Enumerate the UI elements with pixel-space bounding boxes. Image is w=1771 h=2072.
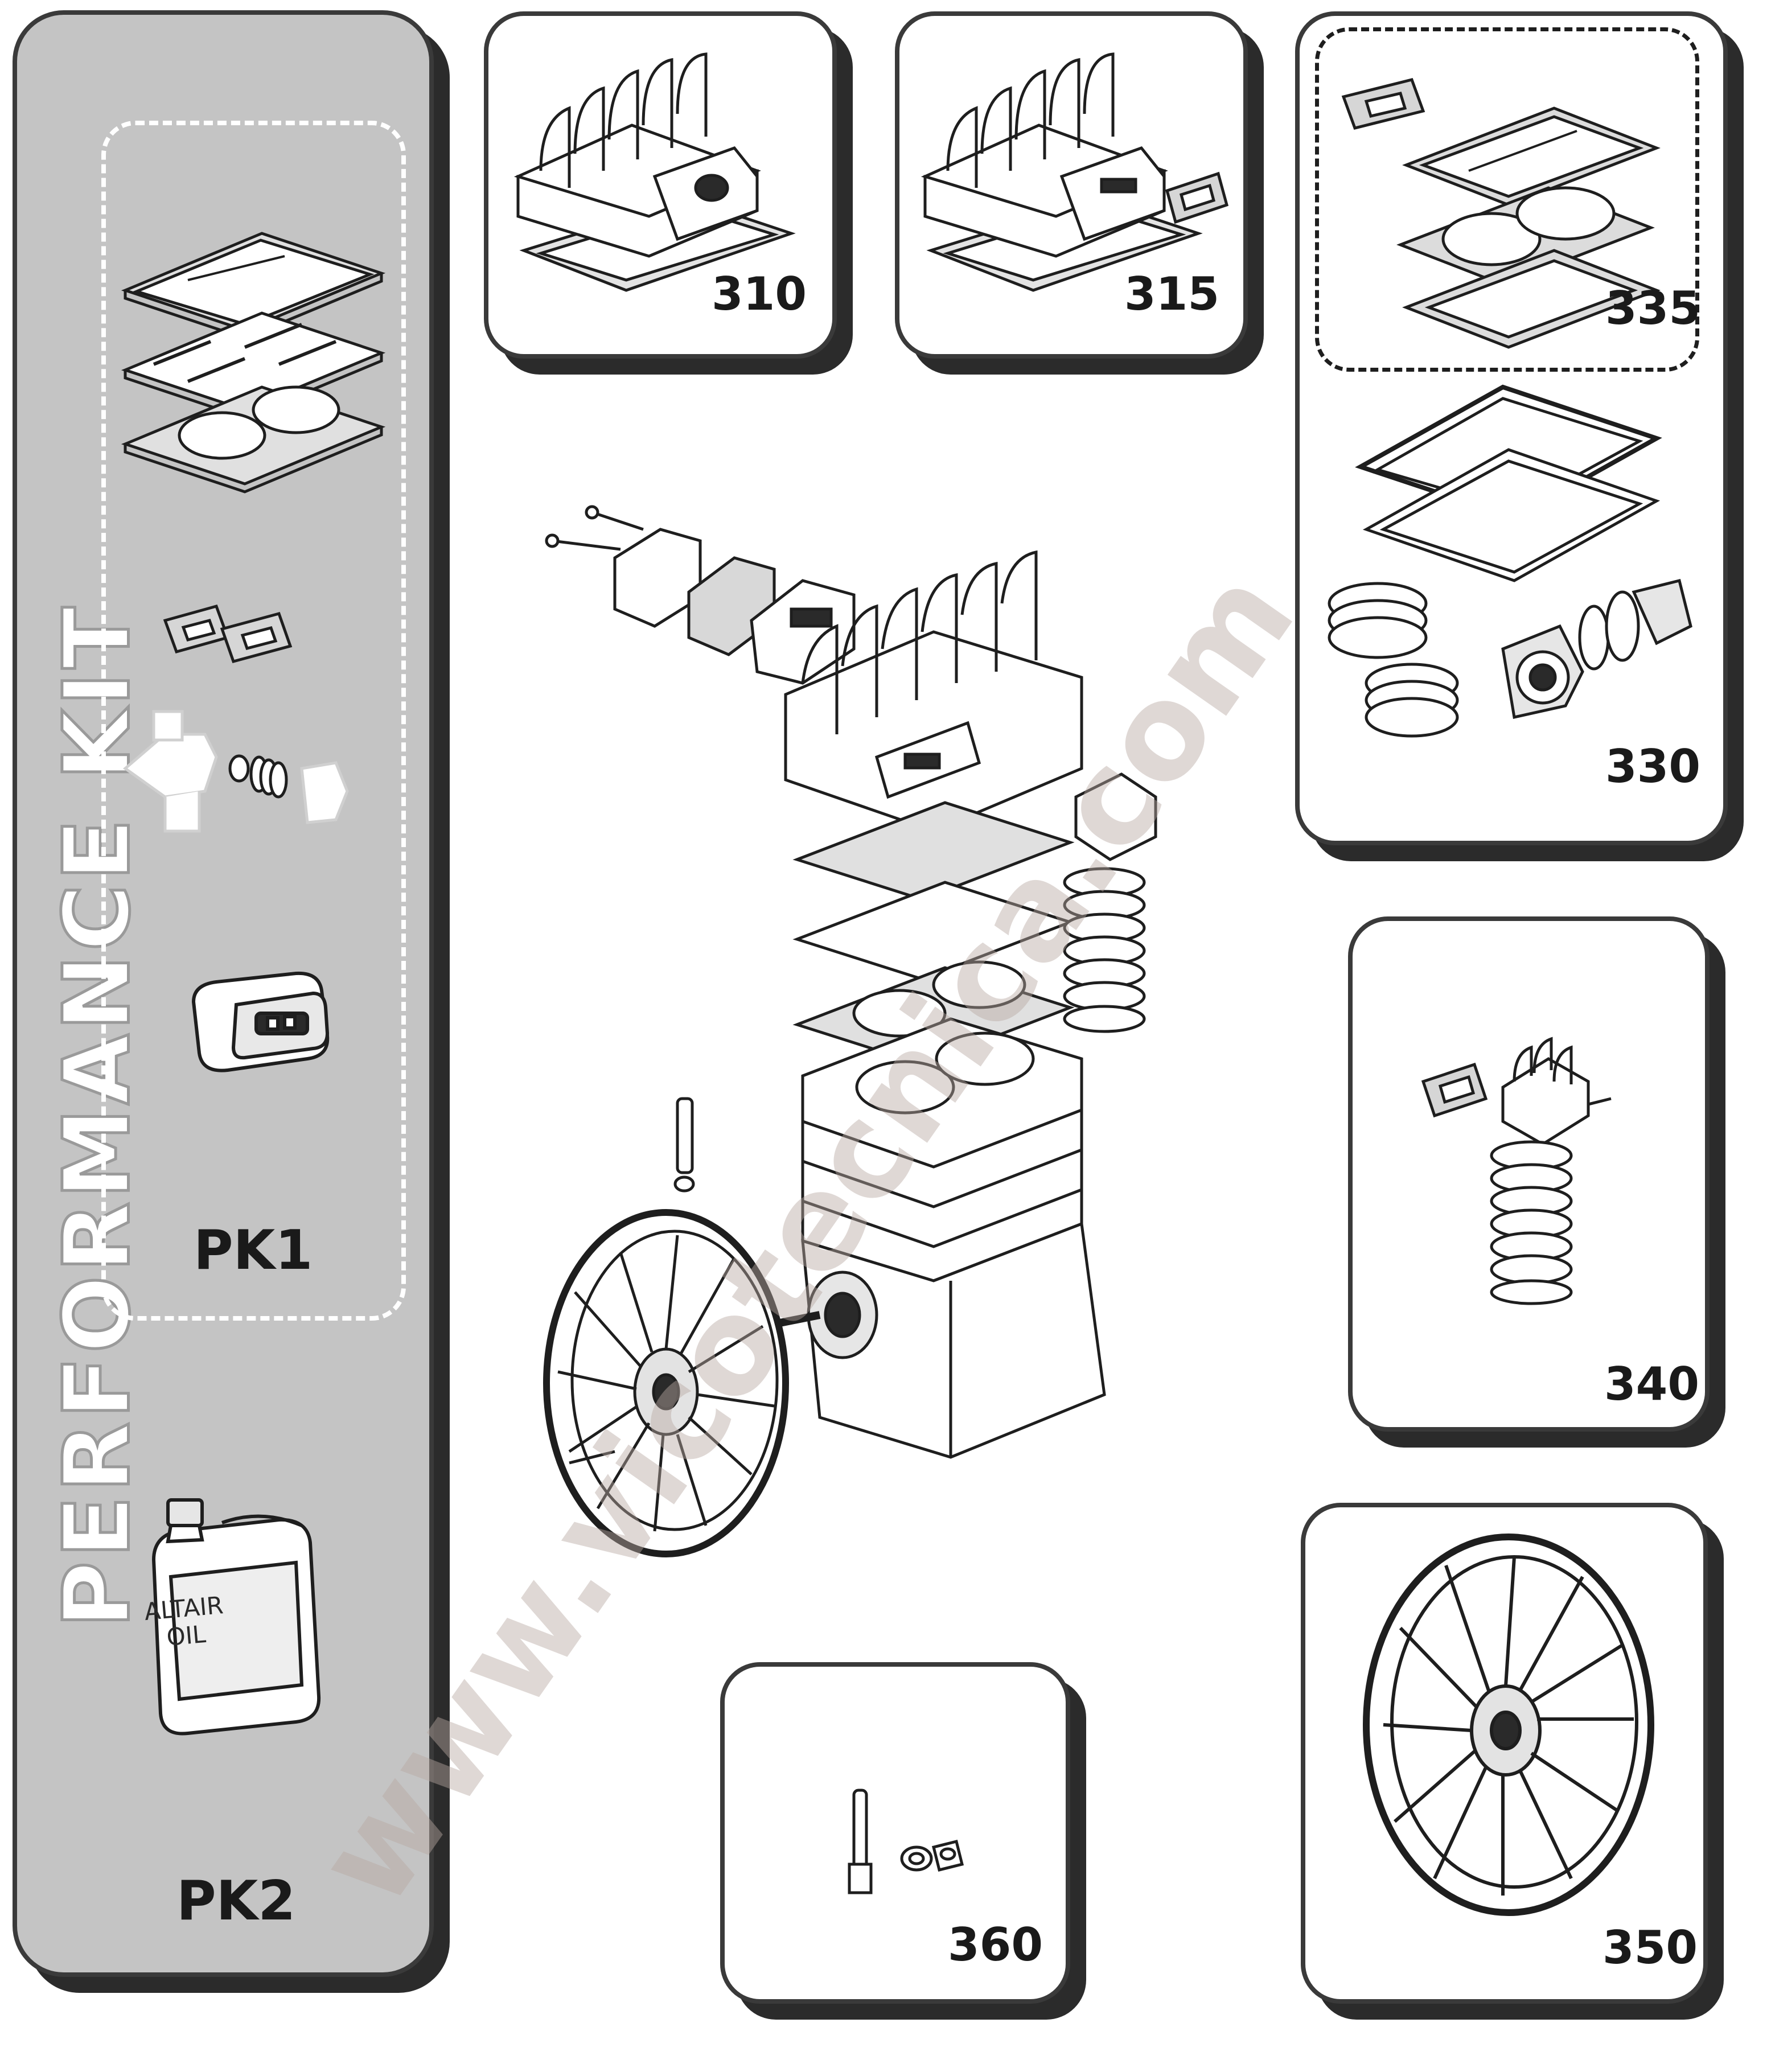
cylinder-head-illustration-315 xyxy=(914,46,1232,302)
check-valve-illustration xyxy=(120,700,359,842)
oil-bottle-illustration xyxy=(137,1491,330,1736)
part-350-label: 350 xyxy=(1602,1921,1698,1974)
cylinder-head-illustration-310 xyxy=(507,46,803,302)
air-filter-illustration xyxy=(182,962,342,1087)
compressor-exploded-view xyxy=(535,495,1298,1645)
pulley-wheel-illustration-350 xyxy=(1349,1526,1668,1924)
part-335-kit-outline xyxy=(1315,27,1699,372)
valve-plate-gasket-set-illustration xyxy=(1338,63,1685,347)
valve-gasket-pair-illustration xyxy=(159,598,307,666)
pk1-gasket-set-illustration xyxy=(114,222,387,495)
part-340-label: 340 xyxy=(1604,1358,1699,1411)
crankcase-gasket-bearing-illustration xyxy=(1315,387,1714,774)
outlet-manifold-illustration xyxy=(1417,1042,1622,1304)
pk2-label: PK2 xyxy=(176,1870,296,1933)
stud-bolt-washer-illustration xyxy=(820,1779,979,1910)
part-310-label: 310 xyxy=(712,268,807,320)
part-335-label: 335 xyxy=(1605,282,1700,335)
part-360-label: 360 xyxy=(948,1918,1043,1971)
pk1-kit-outline xyxy=(101,121,406,1321)
part-330-label: 330 xyxy=(1605,740,1700,793)
pk1-label: PK1 xyxy=(194,1219,313,1282)
part-360-panel xyxy=(720,1662,1070,2004)
part-315-label: 315 xyxy=(1124,268,1219,320)
